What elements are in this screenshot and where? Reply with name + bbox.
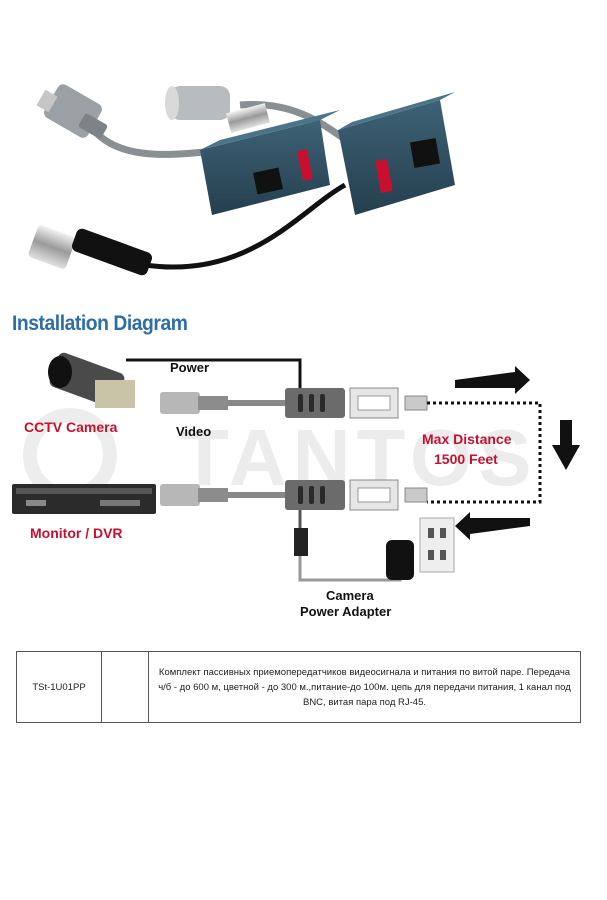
label-video: Video: [176, 424, 211, 439]
label-max-distance: Max Distance: [422, 431, 512, 447]
spec-table: TSt-1U01PP Комплект пассивных приемопере…: [16, 651, 581, 723]
model-cell: TSt-1U01PP: [16, 651, 102, 723]
label-1500-feet: 1500 Feet: [434, 451, 498, 467]
dc-jack-icon: [165, 86, 230, 120]
wall-outlet-icon: [419, 517, 455, 573]
bottom-balun-diagram-icon: [285, 480, 345, 510]
top-balun-diagram-icon: [285, 388, 345, 418]
table-row: TSt-1U01PP Комплект пассивных приемопере…: [16, 651, 581, 723]
power-adapter-icon: [386, 540, 414, 580]
blank-cell: [101, 651, 149, 723]
label-power-adapter: Power Adapter: [300, 604, 391, 619]
left-balun-icon: [200, 110, 340, 215]
dvr-icon: [12, 484, 156, 514]
top-bnc-icon: [160, 392, 228, 414]
right-balun-icon: [338, 92, 455, 215]
label-camera: Camera: [326, 588, 374, 603]
installation-diagram: TANTOS CCTV Camera Monitor / DVR Power V…: [12, 352, 580, 619]
arrow-left-icon: [455, 512, 530, 540]
bottom-bnc-icon: [160, 484, 228, 506]
cctv-camera-icon: [48, 352, 135, 408]
bottom-rj45-port-icon: [349, 479, 399, 511]
dc-plug-icon: [36, 84, 108, 139]
label-monitor-dvr: Monitor / DVR: [30, 525, 123, 541]
description-cell: Комплект пассивных приемопередатчиков ви…: [148, 651, 581, 723]
diagram-title: Installation Diagram: [12, 312, 188, 335]
label-power: Power: [170, 360, 209, 375]
bnc-connector-icon: [28, 103, 270, 276]
label-cctv-camera: CCTV Camera: [24, 419, 118, 435]
bottom-rj45-plug-icon: [404, 487, 428, 503]
top-rj45-port-icon: [349, 387, 399, 419]
arrow-right-icon: [455, 366, 530, 394]
dc-plug-diagram-icon: [294, 528, 308, 556]
product-photo: [28, 84, 455, 276]
top-rj45-plug-icon: [404, 395, 428, 411]
arrow-down-icon: [552, 420, 580, 470]
